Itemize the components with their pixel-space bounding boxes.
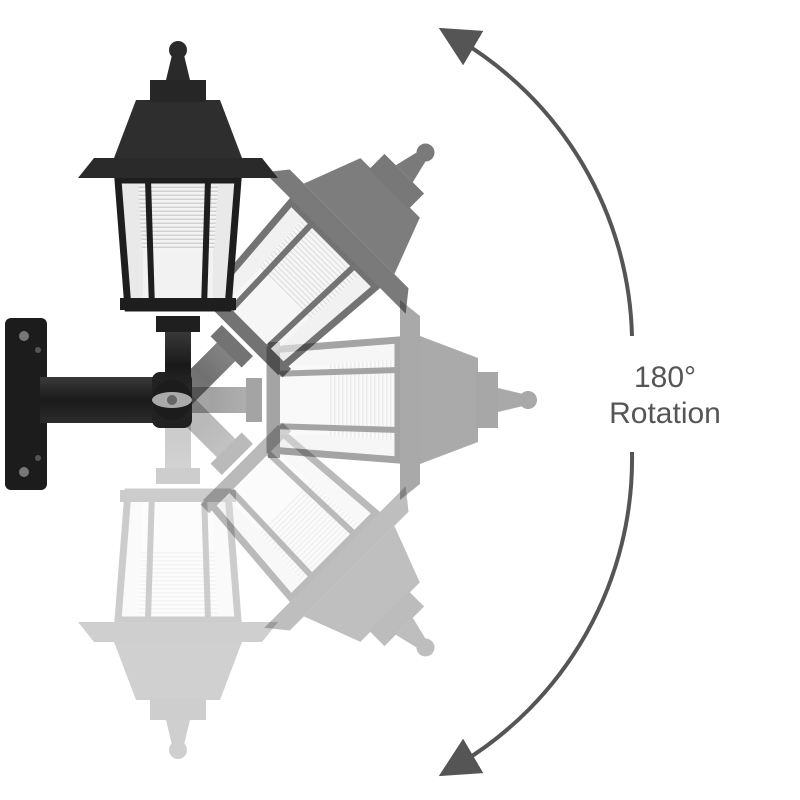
wall-mount-plate: [5, 318, 47, 490]
rotation-arrow-bottom: [438, 451, 635, 777]
rotation-word-label: Rotation: [609, 397, 721, 430]
rotation-degrees-label: 180°: [633, 361, 697, 394]
rotation-caption: 180° Rotation: [585, 360, 745, 432]
rotation-arrow-top: [438, 27, 634, 337]
pivot-joint: [152, 380, 192, 420]
lamp-upright: [78, 41, 278, 400]
lamp-ghost-down: [78, 400, 278, 759]
lamp-ghost-right: [178, 300, 537, 500]
